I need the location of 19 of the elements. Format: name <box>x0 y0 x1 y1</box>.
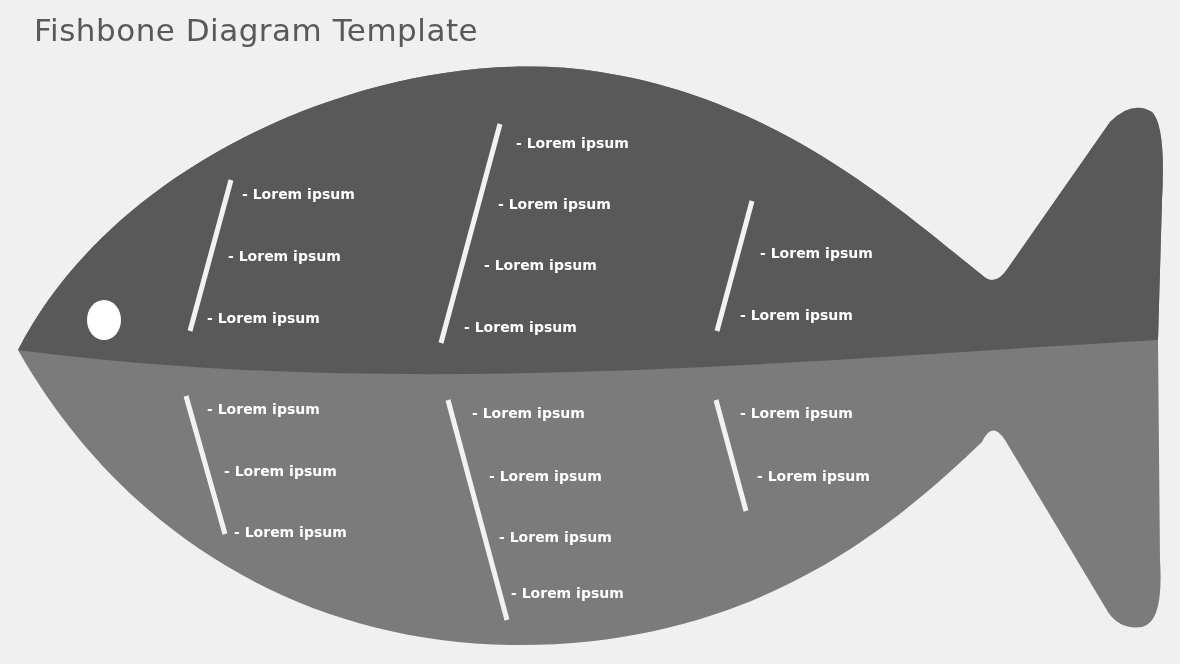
bullet-text: - Lorem ipsum <box>207 401 320 417</box>
bullet-text: - Lorem ipsum <box>740 307 853 323</box>
bullet-text: - Lorem ipsum <box>740 405 853 421</box>
bullet-text: - Lorem ipsum <box>498 196 611 212</box>
bullet-text: - Lorem ipsum <box>234 524 347 540</box>
bullet-text: - Lorem ipsum <box>516 135 629 151</box>
bullet-text: - Lorem ipsum <box>484 257 597 273</box>
bullet-text: - Lorem ipsum <box>472 405 585 421</box>
bullet-text: - Lorem ipsum <box>760 245 873 261</box>
bullet-text: - Lorem ipsum <box>228 248 341 264</box>
bullet-text: - Lorem ipsum <box>464 319 577 335</box>
bullet-text: - Lorem ipsum <box>489 468 602 484</box>
bullet-text: - Lorem ipsum <box>207 310 320 326</box>
bullet-text: - Lorem ipsum <box>757 468 870 484</box>
bullet-text: - Lorem ipsum <box>242 186 355 202</box>
bullet-text: - Lorem ipsum <box>511 585 624 601</box>
bullet-text: - Lorem ipsum <box>499 529 612 545</box>
bullet-text: - Lorem ipsum <box>224 463 337 479</box>
title: Fishbone Diagram Template <box>34 12 479 48</box>
